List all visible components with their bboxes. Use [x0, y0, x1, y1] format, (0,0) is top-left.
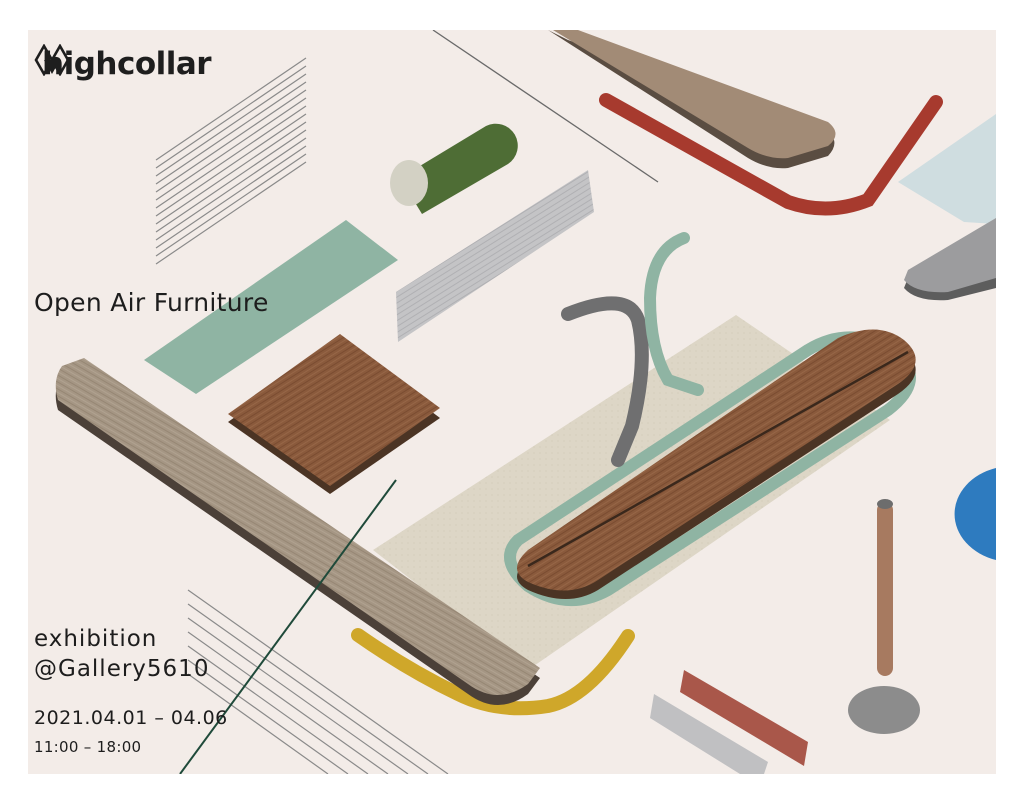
grey-bar-bottom	[650, 694, 768, 774]
blue-semicircle	[954, 468, 996, 560]
mustard-curve	[351, 628, 635, 716]
grey-plank	[396, 170, 594, 342]
red-bar	[680, 670, 808, 766]
moss-cylinder	[390, 123, 518, 214]
wood-beam	[55, 358, 540, 705]
grey-tube	[561, 296, 649, 467]
event-hours: 11:00 – 18:00	[34, 738, 142, 756]
headline: Open Air Furniture	[34, 288, 269, 317]
red-curve	[599, 93, 943, 216]
green-line	[179, 479, 397, 774]
ice-panel	[898, 114, 996, 224]
post-base	[848, 686, 920, 734]
wood-tile	[228, 334, 440, 494]
sage-panel	[144, 220, 398, 394]
event-line-2: @Gallery5610	[34, 656, 210, 682]
event-dates: 2021.04.01 – 04.06	[34, 707, 228, 729]
top-wood-plank	[548, 30, 836, 169]
grey-bar-right	[904, 218, 996, 301]
hatching-bottom-left	[187, 589, 449, 774]
illustration	[28, 30, 996, 774]
brand-name: highcollar	[42, 46, 212, 82]
post-cap	[877, 499, 893, 509]
sage-tube	[643, 232, 704, 396]
poster: highcollar Open Air Furniture exhibition…	[28, 30, 996, 774]
event-line-1: exhibition	[34, 626, 158, 652]
bench-top	[517, 329, 916, 599]
diamond-pair-logo-icon	[34, 44, 70, 76]
brand: highcollar	[34, 44, 212, 84]
thin-line	[432, 30, 659, 183]
hatching-top-left	[155, 57, 307, 265]
